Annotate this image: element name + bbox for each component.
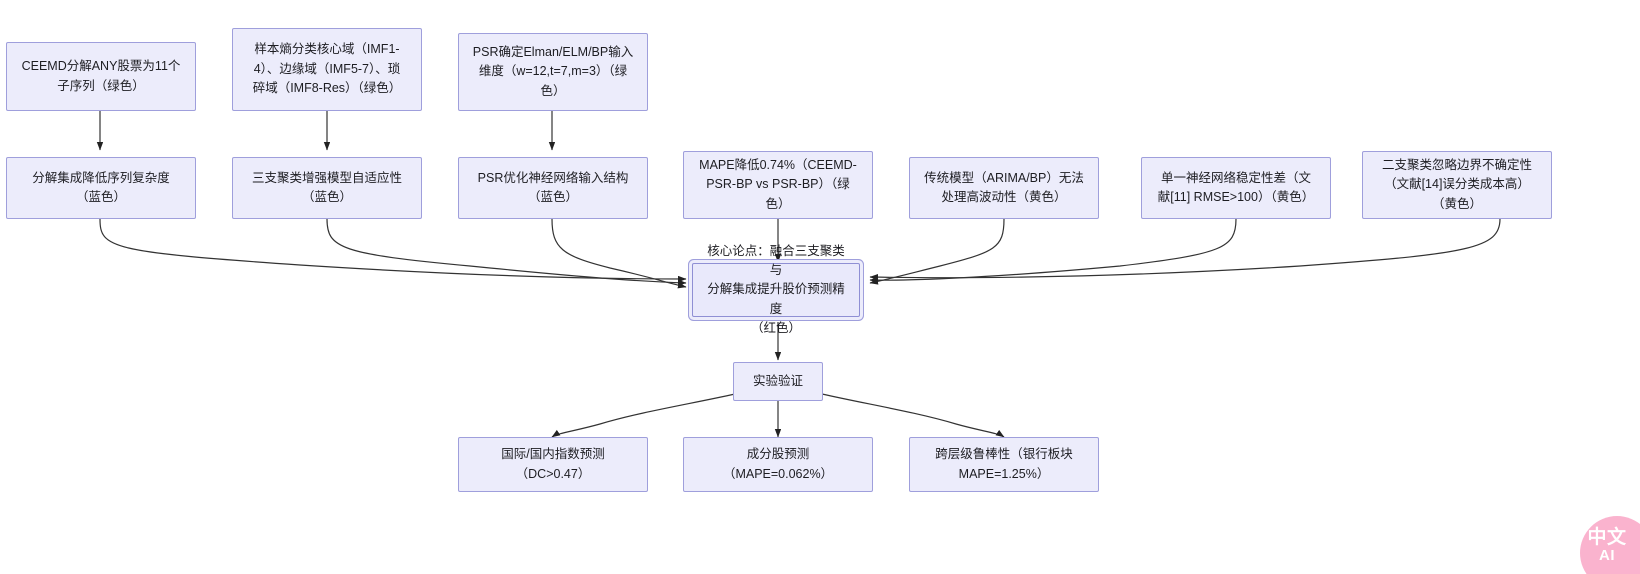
node-decomposition-complexity[interactable]: 分解集成降低序列复杂度 （蓝色）: [6, 157, 196, 219]
node-ceemd[interactable]: CEEMD分解ANY股票为11个 子序列（绿色）: [6, 42, 196, 111]
node-cross-level-robustness-line-1: 跨层级鲁棒性（银行板块: [935, 447, 1073, 462]
edge-experiment-to-index: [551, 393, 736, 438]
node-psr-dimension[interactable]: PSR确定Elman/ELM/BP输入 维度（w=12,t=7,m=3）（绿 色…: [458, 33, 648, 111]
node-component-forecast[interactable]: 成分股预测 （MAPE=0.062%）: [683, 437, 873, 492]
edge-traditional-to-core: [869, 218, 1005, 285]
node-sample-entropy[interactable]: 样本熵分类核心域（IMF1- 4）、边缘域（IMF5-7）、琐 碎域（IMF8-…: [232, 28, 422, 111]
node-decomposition-complexity-line-2: （蓝色）: [75, 190, 126, 204]
node-sample-entropy-line-2: 4）、边缘域（IMF5-7）、琐: [253, 61, 401, 76]
node-cross-level-robustness[interactable]: 跨层级鲁棒性（银行板块 MAPE=1.25%）: [909, 437, 1099, 492]
node-traditional-model-line-2: 处理高波动性（黄色）: [941, 190, 1067, 204]
edge-threeway-to-core: [326, 218, 687, 286]
node-ceemd-line-2: 子序列（绿色）: [57, 78, 145, 93]
node-traditional-model[interactable]: 传统模型（ARIMA/BP）无法 处理高波动性（黄色）: [909, 157, 1099, 219]
node-psr-structure-line-2: （蓝色）: [527, 190, 578, 204]
node-psr-structure[interactable]: PSR优化神经网络输入结构 （蓝色）: [458, 157, 648, 219]
edge-decomp-to-core: [99, 218, 687, 283]
edge-twoway-to-core: [869, 218, 1501, 281]
node-index-forecast[interactable]: 国际/国内指数预测 （DC>0.47）: [458, 437, 648, 492]
node-two-way-clustering[interactable]: 二支聚类忽略边界不确定性 （文献[14]误分类成本高） （黄色）: [1362, 151, 1552, 219]
node-mape-drop-line-3: 色）: [765, 196, 791, 211]
node-mape-drop-line-2: PSR-BP vs PSR-BP）（绿: [706, 177, 850, 192]
node-core-claim-line-3: （红色）: [750, 321, 801, 336]
node-cross-level-robustness-line-2: MAPE=1.25%）: [958, 466, 1050, 481]
node-core-claim[interactable]: 核心论点：融合三支聚类与 分解集成提升股价预测精度 （红色）: [692, 244, 860, 335]
node-two-way-clustering-line-3: （黄色）: [1431, 196, 1482, 211]
watermark-line-1: 中文: [1587, 527, 1627, 549]
node-mape-drop-line-1: MAPE降低0.74%（CEEMD-: [699, 157, 857, 172]
node-experiment-verification[interactable]: 实验验证: [733, 362, 823, 401]
node-decomposition-complexity-line-1: 分解集成降低序列复杂度: [32, 170, 170, 185]
node-psr-dimension-line-2: 维度（w=12,t=7,m=3）（绿: [478, 64, 628, 79]
node-psr-dimension-line-3: 色）: [540, 83, 566, 98]
node-experiment-verification-label: 实验验证: [752, 373, 803, 388]
watermark-badge: 中文 AI: [1580, 516, 1640, 574]
node-index-forecast-line-2: （DC>0.47）: [515, 466, 591, 481]
node-mape-drop[interactable]: MAPE降低0.74%（CEEMD- PSR-BP vs PSR-BP）（绿 色…: [683, 151, 873, 219]
edge-psrstruct-to-core: [551, 218, 687, 289]
node-single-neural-network-line-2: 献[11] RMSE>100）（黄色）: [1157, 190, 1315, 204]
node-core-claim-line-1: 核心论点：融合三支聚类与: [707, 243, 845, 277]
edge-experiment-to-robust: [821, 393, 1005, 438]
node-three-way-adaptive-line-1: 三支聚类增强模型自适应性: [251, 170, 402, 185]
node-traditional-model-line-1: 传统模型（ARIMA/BP）无法: [924, 170, 1084, 185]
node-component-forecast-line-2: （MAPE=0.062%）: [722, 466, 834, 481]
node-three-way-adaptive-line-2: （蓝色）: [301, 190, 352, 204]
node-two-way-clustering-line-1: 二支聚类忽略边界不确定性: [1381, 157, 1532, 172]
node-core-claim-line-2: 分解集成提升股价预测精度: [707, 282, 845, 316]
node-component-forecast-line-1: 成分股预测: [746, 447, 810, 462]
node-two-way-clustering-line-2: （文献[14]误分类成本高）: [1384, 177, 1530, 192]
node-single-neural-network-line-1: 单一神经网络稳定性差（文: [1160, 170, 1311, 185]
node-three-way-adaptive[interactable]: 三支聚类增强模型自适应性 （蓝色）: [232, 157, 422, 219]
node-ceemd-line-1: CEEMD分解ANY股票为11个: [21, 59, 181, 74]
node-single-neural-network[interactable]: 单一神经网络稳定性差（文 献[11] RMSE>100）（黄色）: [1141, 157, 1331, 219]
node-sample-entropy-line-1: 样本熵分类核心域（IMF1-: [254, 42, 400, 57]
watermark-text: 中文 AI: [1587, 528, 1626, 564]
node-index-forecast-line-1: 国际/国内指数预测: [501, 447, 605, 462]
watermark-line-2: AI: [1598, 547, 1615, 565]
node-psr-structure-line-1: PSR优化神经网络输入结构: [477, 170, 629, 185]
node-psr-dimension-line-1: PSR确定Elman/ELM/BP输入: [472, 44, 634, 59]
edge-singlenn-to-core: [869, 218, 1237, 284]
node-sample-entropy-line-3: 碎域（IMF8-Res）（绿色）: [252, 81, 402, 96]
